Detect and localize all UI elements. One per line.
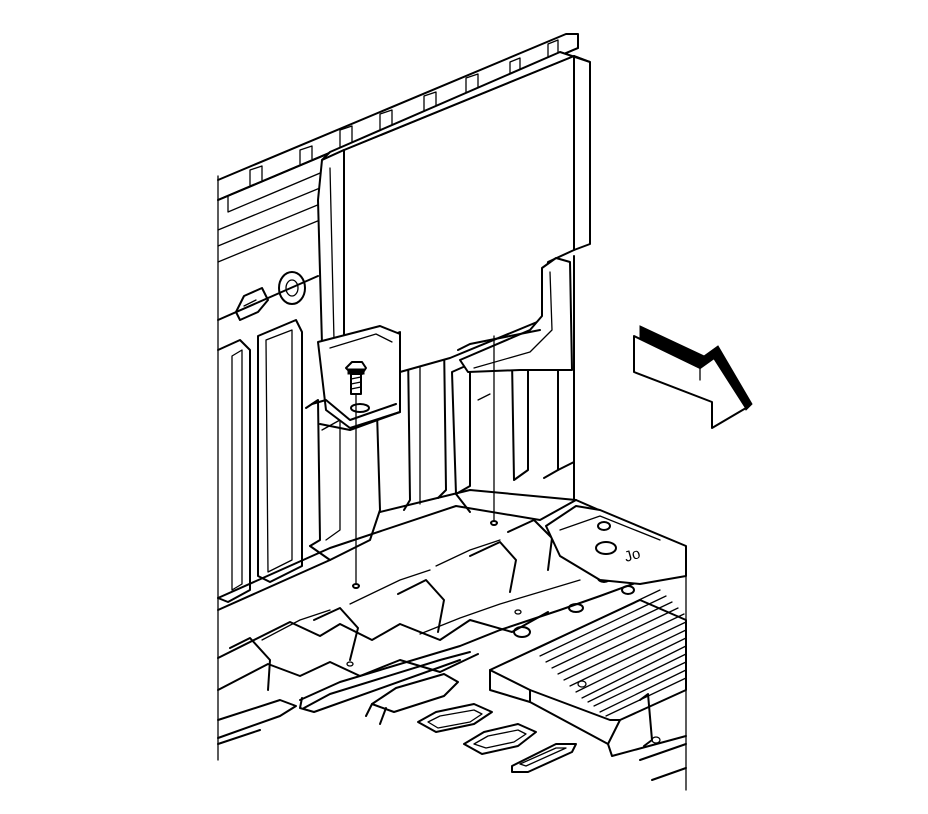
floor-ribbed-deck: [489, 589, 687, 781]
wall-ribs-left: [217, 275, 331, 611]
bolt-1: [345, 361, 367, 589]
wall-latch: [235, 287, 269, 321]
floor-crossmember: [299, 573, 661, 725]
view-edges: [217, 175, 687, 791]
floor-slots: [217, 699, 577, 773]
wall-grommet: [278, 271, 306, 305]
floor-rear-edge: Jo: [545, 505, 687, 585]
floor-corrugations: [217, 499, 687, 691]
bolt-2: [490, 335, 498, 526]
floor-label: Jo: [622, 545, 642, 566]
direction-arrow-icon: [633, 325, 753, 429]
